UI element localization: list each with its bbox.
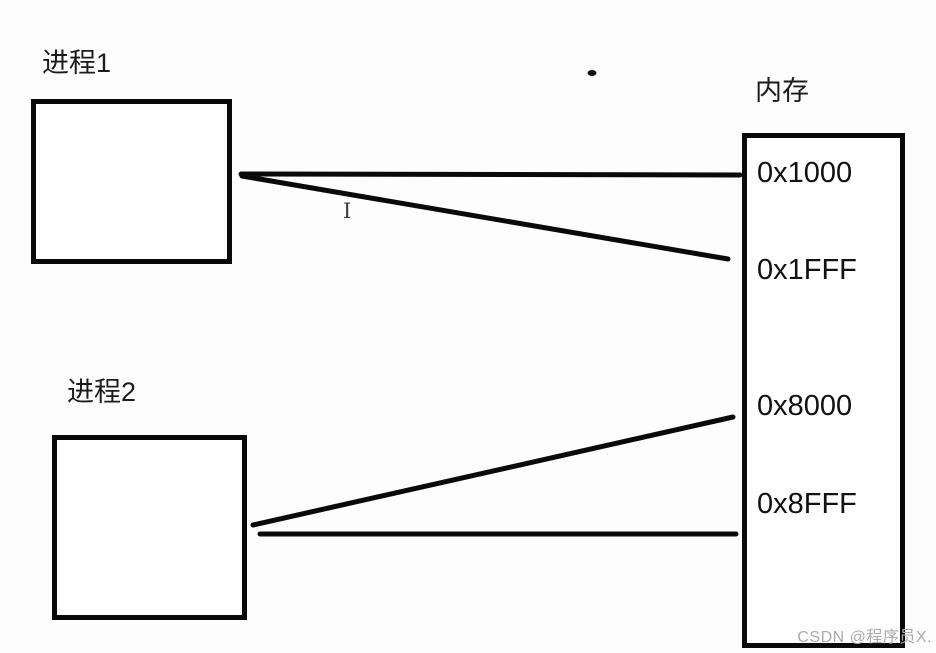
- process2-box: [52, 435, 247, 620]
- memory-address-0x8FFF: 0x8FFF: [757, 488, 857, 520]
- mapping-line-p1-to-0x1FFF: [239, 173, 731, 262]
- process1-box: [31, 99, 232, 264]
- text-cursor-icon: I: [343, 199, 352, 223]
- memory-address-0x8000: 0x8000: [757, 390, 853, 422]
- mapping-line-p1-to-0x1000: [238, 171, 743, 178]
- watermark: CSDN @程序员X.: [797, 629, 932, 646]
- memory-box: [742, 133, 905, 648]
- process2-label: 进程2: [67, 377, 137, 407]
- memory-address-0x1FFF: 0x1FFF: [757, 254, 857, 286]
- process1-label: 进程1: [42, 48, 112, 78]
- memory-address-0x1000: 0x1000: [757, 157, 853, 189]
- stray-dot: [587, 70, 597, 76]
- mapping-line-p2-to-0x8000: [250, 414, 736, 528]
- memory-label: 内存: [755, 76, 809, 106]
